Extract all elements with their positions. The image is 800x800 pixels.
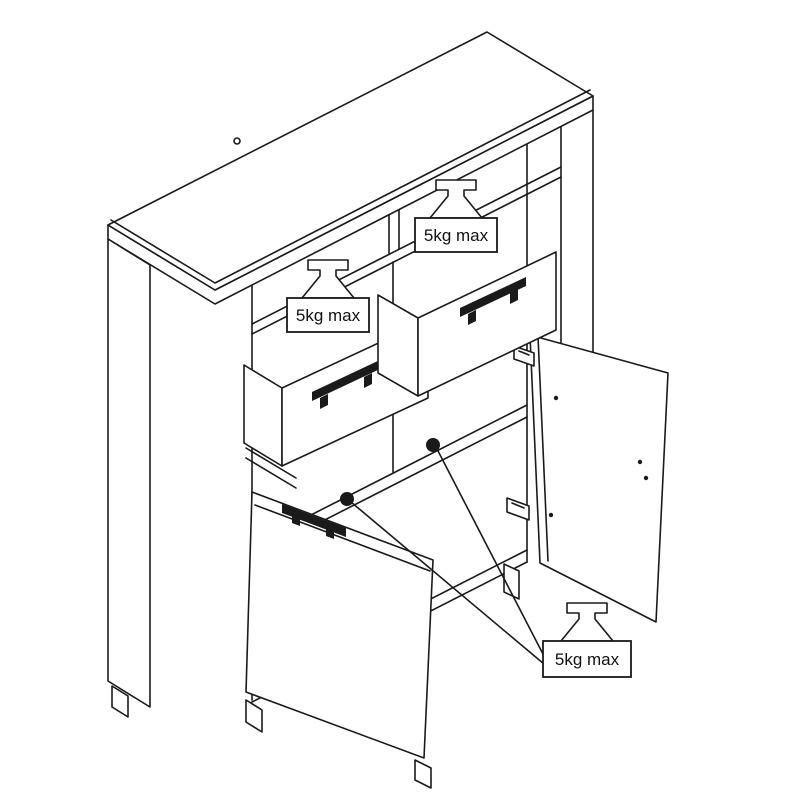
shelf-marker-dot: [426, 438, 440, 452]
handle-standoff: [510, 289, 518, 304]
cabinet-top-panel: [107, 31, 594, 305]
drawer-slide-rail: [245, 457, 297, 489]
upper-drawer: [377, 251, 557, 397]
weight-icon: [560, 602, 614, 642]
door-screw-hole: [548, 512, 554, 518]
top-panel-surface: [107, 31, 594, 291]
door-hinge-bottom: [506, 497, 530, 521]
door-screw-hole: [643, 475, 649, 481]
weight-callout-pointers: [340, 438, 545, 665]
weight-limit-label: 5kg max: [424, 226, 489, 245]
pointer-line: [436, 448, 545, 657]
door-hinge-detail: [518, 350, 530, 356]
left-front-foot: [111, 685, 129, 718]
handle-standoff: [292, 512, 300, 526]
weight-limit-callout-2: 5kg max: [286, 259, 370, 333]
lower-drawer-handle: [312, 359, 382, 401]
bottom-door-edge-line: [254, 504, 431, 572]
left-side-panel: [107, 238, 151, 718]
top-panel-chamfer-line: [110, 89, 591, 284]
weight-limit-label-box: [542, 640, 632, 678]
weight-limit-label: 5kg max: [555, 650, 620, 669]
right-door-panel: [529, 334, 669, 623]
door-screw-hole: [637, 459, 643, 465]
center-front-foot: [245, 699, 263, 733]
weight-icon: [429, 179, 483, 219]
weight-limit-label: 5kg max: [296, 306, 361, 325]
handle-standoff: [320, 394, 328, 409]
weight-limit-callout-1: 5kg max: [414, 179, 498, 253]
left-panel-face: [107, 238, 151, 708]
weight-limit-callout-3: 5kg max: [542, 602, 632, 678]
weight-limit-label-box: [286, 297, 370, 333]
bottom-door: [245, 491, 434, 789]
top-screw-mark: [233, 137, 241, 145]
upper-drawer-handle: [460, 277, 526, 317]
door-hinge-detail: [511, 502, 525, 509]
bottom-door-panel: [245, 491, 434, 759]
shelf-marker-dot: [340, 492, 354, 506]
handle-standoff: [468, 310, 476, 325]
weight-icon: [301, 259, 355, 299]
handle-standoff: [326, 525, 334, 539]
pointer-line: [350, 501, 545, 665]
right-door-edge-line: [537, 335, 549, 562]
handle-standoff: [364, 373, 372, 388]
right-door: [506, 334, 669, 623]
door-corner-foot: [414, 759, 432, 789]
rear-right-foot: [503, 563, 520, 600]
door-screw-hole: [553, 395, 559, 401]
drawer-slide-rail: [245, 447, 297, 479]
weight-limit-label-box: [414, 217, 498, 253]
